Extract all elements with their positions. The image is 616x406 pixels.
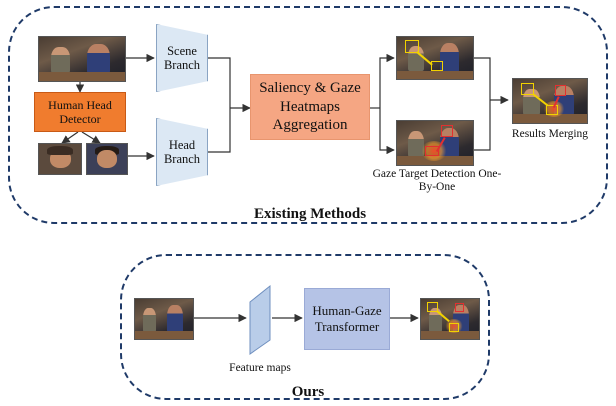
arrow-det1-to-merge <box>472 57 491 100</box>
ours-input-image <box>134 298 194 340</box>
merged-result <box>512 78 588 124</box>
ours-title: Ours <box>291 384 325 400</box>
arrow-det2-to-merge <box>472 100 491 151</box>
head-crop-1 <box>38 143 82 175</box>
input-scene-image <box>38 36 126 82</box>
arrow-agg-to-det2 <box>379 108 395 155</box>
arrow-agg-to-det1 <box>379 53 395 108</box>
head-branch-label: Head Branch <box>163 137 201 166</box>
scene-branch-box: Scene Branch <box>156 24 208 92</box>
aggregation-label: Saliency & Gaze Heatmaps Aggregation <box>259 79 361 134</box>
arrow-detector-to-head2 <box>81 131 101 144</box>
arrow-head-branch-to-agg <box>208 108 231 153</box>
existing-methods-frame <box>8 6 608 224</box>
detection-caption: Gaze Target Detection One-By-One <box>372 168 502 194</box>
feature-maps-shape <box>249 284 271 355</box>
detection-result-1 <box>396 36 474 80</box>
feature-maps-label: Feature maps <box>229 362 291 374</box>
human-head-detector-box: Human Head Detector <box>34 92 126 132</box>
human-gaze-transformer-box: Human-Gaze Transformer <box>304 288 390 350</box>
scene-branch-label: Scene Branch <box>163 43 201 72</box>
aggregation-box: Saliency & Gaze Heatmaps Aggregation <box>250 74 370 140</box>
head-crop-2 <box>86 143 128 175</box>
ours-frame <box>120 254 490 400</box>
human-gaze-transformer-label: Human-Gaze Transformer <box>312 303 382 334</box>
existing-methods-title: Existing Methods <box>253 206 367 222</box>
detection-result-2 <box>396 120 474 166</box>
arrow-detector-to-head1 <box>61 131 79 144</box>
human-head-detector-label: Human Head Detector <box>48 97 112 126</box>
merging-caption: Results Merging <box>511 128 589 140</box>
ours-result-image <box>420 298 480 340</box>
arrow-scene-branch-to-agg <box>208 57 231 108</box>
head-branch-box: Head Branch <box>156 118 208 186</box>
